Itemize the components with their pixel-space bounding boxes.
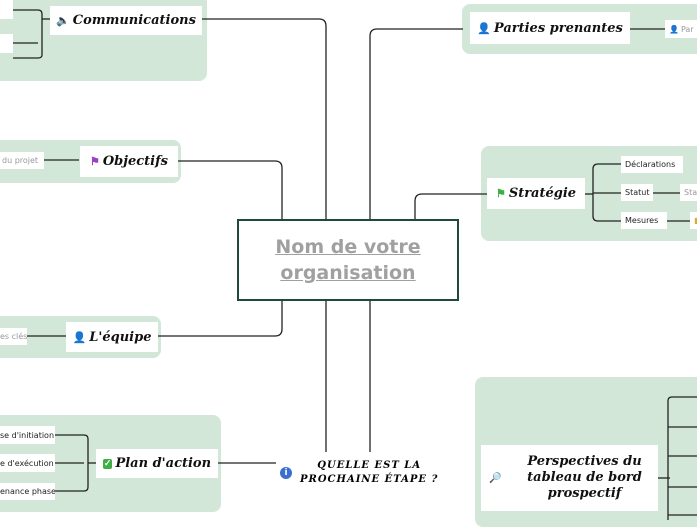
user-icon: 👤 bbox=[72, 330, 87, 344]
node-parties-prenantes[interactable]: 👤 Parties prenantes bbox=[470, 12, 630, 44]
objectifs-child[interactable]: du projet bbox=[0, 152, 44, 169]
node-perspectives[interactable]: 🔎 Perspectives du tableau de bord prospe… bbox=[481, 445, 658, 511]
checkbox-icon: ✓ bbox=[102, 458, 113, 469]
magnifier-icon: 🔎 bbox=[489, 472, 502, 484]
communications-child-1[interactable] bbox=[0, 0, 13, 19]
parties-child[interactable]: 👤Par bbox=[665, 20, 697, 38]
perspectives-line-1: Perspectives du bbox=[527, 454, 642, 469]
plan-child-execution[interactable]: e d'exécution bbox=[0, 454, 55, 472]
central-title-line-1: Nom de votre bbox=[275, 236, 421, 258]
perspectives-line-2: tableau de bord bbox=[527, 470, 642, 485]
node-plan-action[interactable]: ✓ Plan d'action bbox=[96, 449, 218, 478]
strategie-child-mesures[interactable]: Mesures bbox=[621, 212, 667, 229]
flag-icon: ⚑ bbox=[495, 187, 506, 200]
strategie-child-declarations[interactable]: Déclarations bbox=[621, 156, 683, 173]
info-icon: i bbox=[280, 467, 292, 479]
node-communications[interactable]: 🔈 Communications bbox=[50, 6, 202, 35]
mesures-child[interactable]: ■ bbox=[690, 212, 697, 229]
node-strategie[interactable]: ⚑ Stratégie bbox=[487, 178, 585, 209]
central-title-line-2: organisation bbox=[280, 262, 416, 284]
user-icon: 👤 bbox=[669, 24, 679, 34]
folder-icon: ■ bbox=[694, 216, 697, 225]
plan-child-maintenance[interactable]: enance phase bbox=[0, 483, 55, 500]
communications-child-2[interactable] bbox=[0, 34, 13, 53]
node-equipe[interactable]: 👤 L'équipe bbox=[66, 322, 158, 352]
next-step-node[interactable]: i QUELLE EST LA PROCHAINE ÉTAPE ? bbox=[280, 458, 460, 488]
equipe-child[interactable]: es clés bbox=[0, 328, 27, 345]
user-icon: 👤 bbox=[477, 21, 491, 35]
central-topic[interactable]: Nom de votre organisation bbox=[237, 219, 459, 301]
flag-icon: ⚑ bbox=[89, 155, 100, 168]
perspectives-line-3: prospectif bbox=[547, 486, 622, 501]
plan-child-initiation[interactable]: se d'initiation bbox=[0, 426, 55, 444]
next-step-line-1: QUELLE EST LA bbox=[317, 460, 422, 471]
statut-child[interactable]: Sta bbox=[680, 184, 697, 201]
speaker-icon: 🔈 bbox=[56, 14, 70, 27]
next-step-line-2: PROCHAINE ÉTAPE ? bbox=[300, 474, 439, 485]
node-objectifs[interactable]: ⚑ Objectifs bbox=[80, 146, 178, 177]
strategie-child-statut[interactable]: Statut bbox=[621, 184, 653, 201]
